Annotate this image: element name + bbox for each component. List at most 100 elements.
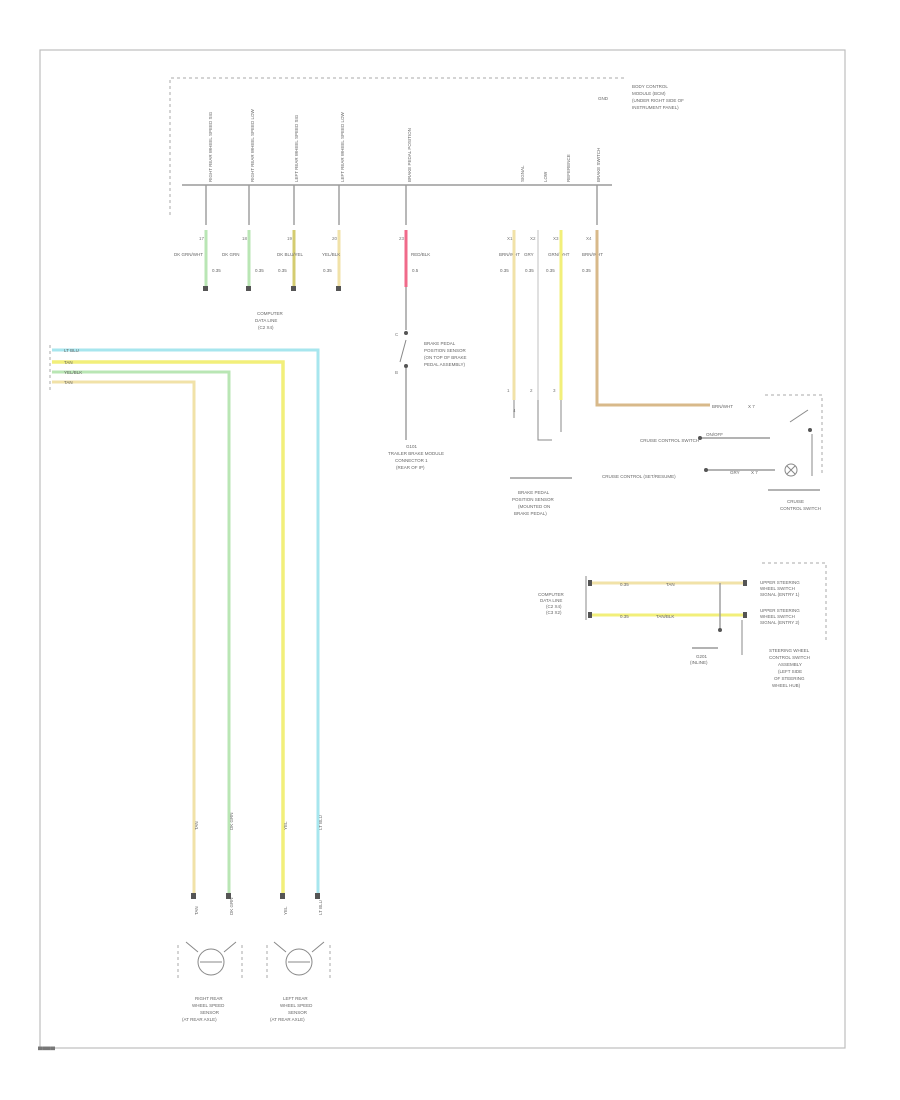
pin-func-label: LEFT REAR WHEEL SPEED SIG	[294, 114, 299, 182]
pin-func-label: LOW	[543, 171, 548, 182]
terminal	[315, 893, 320, 899]
wire-color-label: GRY	[524, 252, 534, 257]
pin-func-label: BRAKE PEDAL POSITION	[407, 128, 412, 182]
sensor-pin: 2	[530, 388, 533, 393]
wire-color-label: RED/BLK	[411, 252, 430, 257]
pin-func-label: RIGHT REAR WHEEL SPEED LOW	[250, 108, 255, 182]
cruise-row-2-tag: GRY	[730, 470, 740, 475]
pin-number: X2	[530, 236, 536, 241]
pin-number: 18	[242, 236, 248, 241]
harness-wire-yel	[52, 360, 285, 895]
sensor-label-3: SENSOR	[200, 1010, 220, 1015]
wire-color-label: DK GRN	[222, 252, 240, 257]
wire-color-label: GRN/WHT	[548, 252, 570, 257]
switch-ground-line-1: TRAILER BRAKE MODULE	[388, 451, 444, 456]
cruise-outline	[765, 394, 823, 476]
sensor-label-2: POSITION SENSOR	[512, 497, 555, 502]
switch-ground-id: G101	[406, 444, 418, 449]
computer-data-line-connector: COMPUTER DATA LINE (C2 X4)	[255, 311, 284, 330]
module-title-2: MODULE (BCM)	[632, 91, 666, 96]
cruise-switch-contact	[789, 409, 809, 423]
terminal	[280, 893, 285, 899]
terminal	[404, 331, 408, 335]
terminal	[743, 612, 747, 618]
switch-ground-line-2: CONNECTOR 1	[395, 458, 428, 463]
wire-label: YEL	[283, 906, 288, 915]
cruise-row-1-label: CRUISE CONTROL SWITCH	[640, 438, 699, 443]
switch-label-4: PEDAL ASSEMBLY)	[424, 362, 466, 367]
pin-func-label: REFERENCE	[566, 154, 571, 182]
steer-left-2: DATA LINE	[540, 598, 562, 603]
wire-label: TAN	[194, 821, 199, 830]
wheel-sensor-detail	[185, 941, 237, 963]
pin-number: 17	[199, 236, 205, 241]
steer-left-1: COMPUTER	[538, 592, 565, 597]
switch-label-3: (ON TOP OF BRAKE	[424, 355, 467, 360]
connector-label-2: DATA LINE	[255, 318, 277, 323]
pin-number: 23	[399, 236, 405, 241]
steer-outline	[762, 562, 827, 640]
harness-color-label: LT BLU	[64, 348, 79, 353]
cruise-control-block: BRN/WHT X 7 CRUISE CONTROL SWITCH ON/OFF…	[595, 230, 823, 511]
diagram-frame	[39, 49, 846, 1049]
sensor-label-1: RIGHT REAR	[195, 996, 223, 1001]
sensor-pin: 1	[507, 388, 510, 393]
wire-gauge-label: 0.35	[255, 268, 264, 273]
wire-gauge-label: 0.35	[323, 268, 332, 273]
sensor-label-1: LEFT REAR	[283, 996, 308, 1001]
wire-gauge-label: 0.35	[500, 268, 509, 273]
cruise-lamp-cross	[786, 465, 796, 475]
cruise-wire-pin: X 7	[748, 404, 755, 409]
connector-label-1: COMPUTER	[257, 311, 284, 316]
sensor-label-4: (AT REAR AXLE)	[182, 1017, 217, 1022]
terminal	[291, 286, 296, 291]
sensor-label-3: (MOUNTED ON	[518, 504, 550, 509]
terminal	[743, 580, 747, 586]
sensor-element	[513, 400, 562, 441]
brake-position-sensor-block: 1 2 3 4 BRAKE PEDAL POSITION SENSOR (MOU…	[507, 230, 572, 516]
sensor-label-3: SENSOR	[288, 1010, 308, 1015]
harness-wire-tan	[52, 380, 196, 895]
terminal	[718, 628, 722, 632]
wire-color-label: BRN/WHT	[582, 252, 603, 257]
terminal	[698, 436, 702, 440]
sensor-pin: 3	[553, 388, 556, 393]
cruise-row-2-label: CRUISE CONTROL (SET/RESUME)	[602, 474, 676, 479]
steer-gnd-id: G201	[696, 654, 708, 659]
switch-label-1: BRAKE PEDAL	[424, 341, 456, 346]
terminal	[404, 364, 408, 368]
steer-row2-func-1: UPPER STEERING	[760, 608, 800, 613]
switch-label-2: POSITION SENSOR	[424, 348, 467, 353]
cruise-wire-label: BRN/WHT	[712, 404, 733, 409]
wire-color-label: DK BLU/YEL	[277, 252, 304, 257]
steer-row2-gauge: 0.35	[620, 614, 629, 619]
module-title-3: (UNDER RIGHT SIDE OF	[632, 98, 684, 103]
terminal	[704, 468, 708, 472]
sensor-label-2: WHEEL SPEED	[192, 1003, 225, 1008]
cruise-module-2: CONTROL SWITCH	[780, 506, 821, 511]
sensor-label-4: (AT REAR AXLE)	[270, 1017, 305, 1022]
switch-ground-line-3: (REAR OF IP)	[396, 465, 425, 470]
terminal	[246, 286, 251, 291]
steer-module-3: ASSEMBLY	[778, 662, 802, 667]
module-title-4: INSTRUMENT PANEL)	[632, 105, 679, 110]
pin-number: X3	[553, 236, 559, 241]
terminal	[808, 428, 812, 432]
module-outline	[169, 77, 625, 215]
pin-func-label: BRAKE SWITCH	[596, 148, 601, 182]
wire-gauge-label: 0.35	[546, 268, 555, 273]
steer-row1-func-2: WHEEL SWITCH	[760, 586, 795, 591]
pin-func-label: RIGHT REAR WHEEL SPEED SIG	[208, 111, 213, 182]
cruise-wire-brn-wht	[595, 230, 710, 407]
steer-gnd-note: (INLINE)	[690, 660, 708, 665]
cruise-module-1: CRUISE	[787, 499, 804, 504]
wire-label: LT BLU	[318, 815, 323, 830]
switch-pin-b: B	[395, 370, 398, 375]
steer-module-6: WHEEL HUB)	[772, 683, 801, 688]
harness-color-label: TAN	[64, 360, 73, 365]
terminal	[588, 580, 592, 586]
terminal	[336, 286, 341, 291]
steer-module-1: STEERING WHEEL	[769, 648, 810, 653]
pin-number: 20	[332, 236, 338, 241]
